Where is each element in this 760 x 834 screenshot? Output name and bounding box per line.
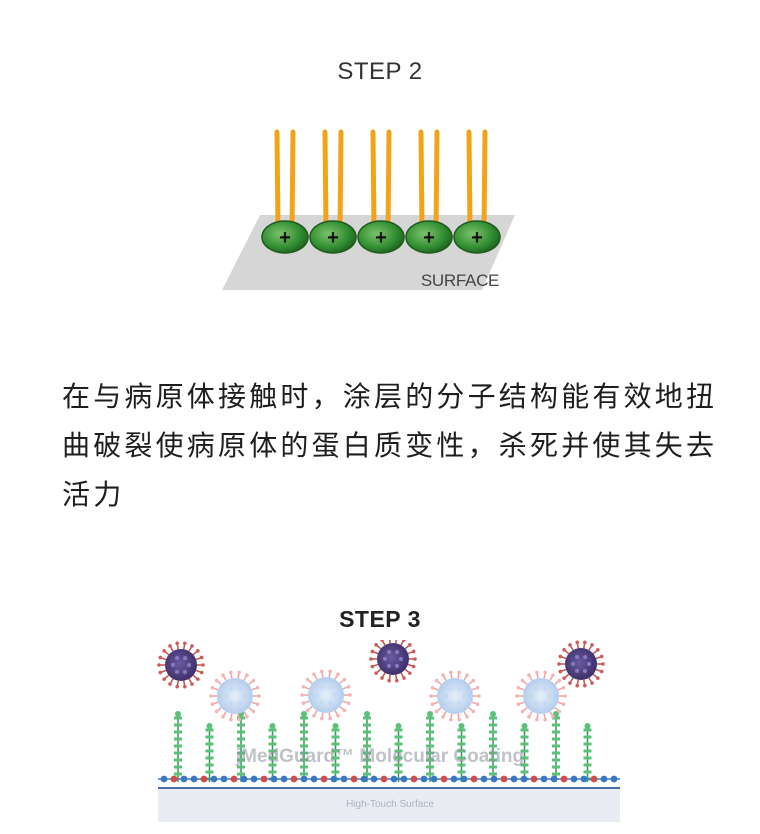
molecular-strands — [272, 129, 490, 235]
positive-charge-ball: + — [405, 220, 453, 254]
plus-sign: + — [327, 227, 339, 249]
virus-deactivated — [515, 670, 567, 722]
coating-spike — [331, 723, 340, 782]
chain-bead — [490, 775, 498, 783]
chain-bead — [320, 775, 328, 783]
step2-diagram: + + + + + SURFACE — [222, 129, 515, 290]
high-touch-surface — [158, 788, 620, 822]
chain-bead — [480, 775, 488, 783]
positive-charge-ball: + — [453, 220, 501, 254]
coating-spike — [489, 711, 497, 782]
chain-bead — [550, 775, 558, 783]
positive-charge-ball: + — [309, 220, 357, 254]
chain-bead — [390, 775, 398, 783]
chain-bead — [510, 775, 518, 783]
chain-bead — [430, 775, 438, 783]
chain-bead — [200, 775, 208, 783]
virus-deactivated — [209, 670, 261, 722]
coating-spike — [583, 723, 592, 782]
lipid-strand — [416, 129, 427, 235]
chain-bead — [350, 775, 358, 783]
positive-charge-row: + + + + + — [261, 220, 501, 254]
chain-bead — [330, 775, 338, 783]
chain-bead — [260, 775, 268, 783]
chain-bead — [470, 775, 478, 783]
chain-bead — [580, 775, 588, 783]
chain-bead — [300, 775, 308, 783]
chain-bead — [610, 775, 618, 783]
coating-spike — [394, 723, 403, 782]
chain-bead — [290, 775, 298, 783]
plus-sign: + — [423, 227, 435, 249]
coating-spike — [174, 711, 182, 782]
chain-bead — [540, 775, 548, 783]
lipid-strand — [431, 129, 442, 235]
lipid-strand — [479, 129, 490, 235]
chain-bead — [180, 775, 188, 783]
chain-bead — [500, 775, 508, 783]
lipid-strand — [464, 129, 475, 235]
chain-bead — [380, 775, 388, 783]
molecular-chain — [158, 775, 620, 783]
chain-bead — [270, 775, 278, 783]
description-text: 在与病原体接触时，涂层的分子结构能有效地扭曲破裂使病原体的蛋白质变性，杀死并使其… — [62, 380, 718, 511]
chain-bead — [590, 775, 598, 783]
coating-spikes — [174, 711, 592, 782]
coating-spike — [457, 723, 466, 782]
chain-bead — [440, 775, 448, 783]
step3-diagram: jMedGuard™ Molecular Coating High-Touch … — [157, 640, 620, 822]
chain-bead — [170, 775, 178, 783]
chain-bead — [420, 775, 428, 783]
chain-bead — [400, 775, 408, 783]
lipid-strand — [287, 129, 298, 235]
virus-deactivated — [429, 670, 481, 722]
chain-bead — [520, 775, 528, 783]
lipid-strand — [383, 129, 394, 235]
chain-bead — [210, 775, 218, 783]
chain-bead — [460, 775, 468, 783]
lipid-strand — [272, 129, 283, 235]
chain-bead — [230, 775, 238, 783]
chain-bead — [310, 775, 318, 783]
plus-sign: + — [375, 227, 387, 249]
virus-dark — [157, 641, 205, 689]
chain-bead — [340, 775, 348, 783]
positive-charge-ball: + — [261, 220, 309, 254]
coating-spike — [205, 723, 214, 782]
lipid-strand — [335, 129, 346, 235]
lipid-strand — [320, 129, 331, 235]
chain-bead — [240, 775, 248, 783]
plus-sign: + — [279, 227, 291, 249]
lipid-strand — [368, 129, 379, 235]
positive-charge-ball: + — [357, 220, 405, 254]
high-touch-surface-label: High-Touch Surface — [346, 799, 434, 810]
chain-bead — [560, 775, 568, 783]
chain-bead — [600, 775, 608, 783]
coating-spike — [363, 711, 371, 782]
chain-bead — [220, 775, 228, 783]
chain-bead — [360, 775, 368, 783]
coating-label: jMedGuard™ Molecular Coating — [235, 746, 524, 767]
chain-bead — [160, 775, 168, 783]
virus-particles — [157, 640, 605, 722]
virus-dark — [557, 640, 605, 688]
virus-dark — [369, 640, 417, 683]
coating-spike — [552, 711, 560, 782]
chain-bead — [450, 775, 458, 783]
step3-title: STEP 3 — [339, 606, 421, 632]
chain-bead — [530, 775, 538, 783]
chain-bead — [190, 775, 198, 783]
chain-bead — [280, 775, 288, 783]
coating-spike — [426, 711, 434, 782]
chain-bead — [410, 775, 418, 783]
virus-deactivated — [300, 669, 352, 721]
chain-bead — [570, 775, 578, 783]
plus-sign: + — [471, 227, 483, 249]
chain-bead — [370, 775, 378, 783]
chain-bead — [250, 775, 258, 783]
coating-spike — [300, 711, 308, 782]
step2-title: STEP 2 — [337, 58, 423, 85]
step2-surface-label: SURFACE — [421, 271, 499, 290]
